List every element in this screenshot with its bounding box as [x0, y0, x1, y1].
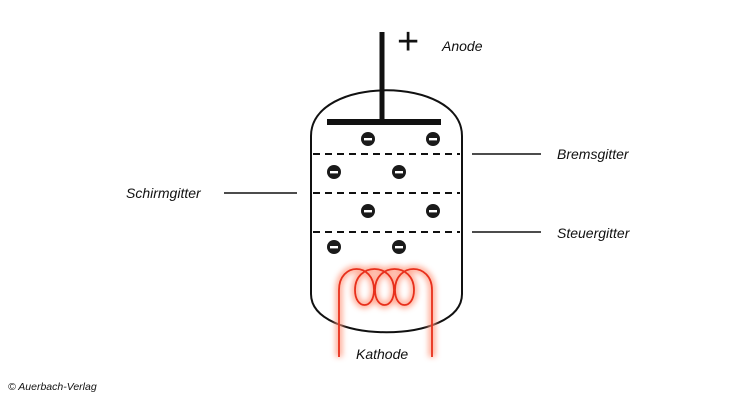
electron — [426, 204, 440, 218]
steuergitter-label: Steuergitter — [557, 225, 630, 241]
electron — [361, 204, 375, 218]
schirmgitter-label: Schirmgitter — [126, 185, 201, 201]
anode-plus-sign: + — [397, 21, 420, 63]
anode-label: Anode — [442, 38, 483, 54]
electron — [392, 240, 406, 254]
electron — [361, 132, 375, 146]
cathode-filament — [335, 265, 436, 357]
electron — [327, 165, 341, 179]
electron — [327, 240, 341, 254]
electron — [426, 132, 440, 146]
kathode-label: Kathode — [356, 346, 409, 362]
copyright-notice: © Auerbach-Verlag — [8, 381, 97, 393]
electron — [392, 165, 406, 179]
bremsgitter-label: Bremsgitter — [557, 146, 629, 162]
